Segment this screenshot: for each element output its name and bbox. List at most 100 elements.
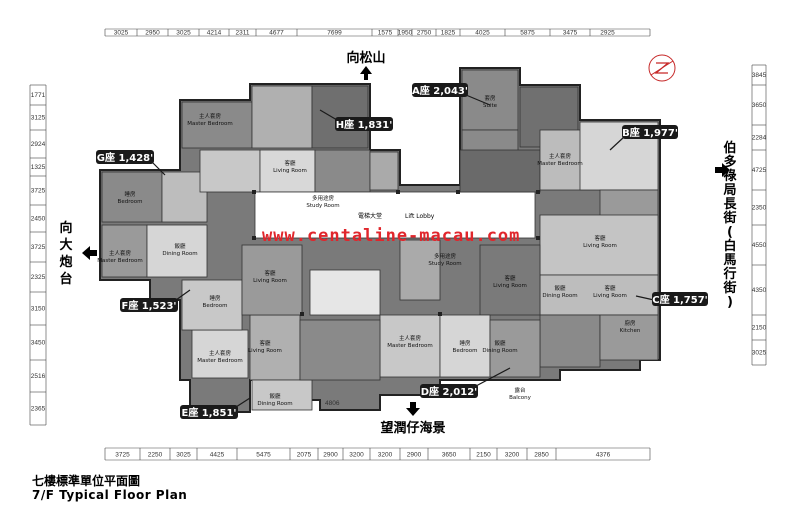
room-label: 主人套房: [199, 112, 222, 120]
unit-callouts: A座 2,043' B座 1,977' C座 1,757' D座 2,012' …: [96, 83, 708, 419]
left-dimension-value: 2325: [31, 274, 46, 281]
bottom-dimension-value: 2900: [323, 452, 338, 459]
bottom-dimension-value: 3025: [176, 452, 191, 459]
unit-f-label[interactable]: F座 1,523': [121, 299, 176, 312]
right-dimension-value: 3025: [752, 350, 767, 357]
left-dimension-value: 3725: [31, 244, 46, 251]
room-label: Master Bedroom: [97, 258, 142, 264]
direction-north: 向松山: [346, 50, 386, 80]
bottom-dimension-value: 5475: [256, 452, 271, 459]
lift-lobby: [254, 191, 536, 239]
left-dimension-value: 1325: [31, 164, 46, 171]
right-dimension-value: 4350: [752, 287, 767, 294]
left-dimension-value: 3450: [31, 340, 46, 347]
inner-dimension: 4806: [325, 400, 340, 407]
room-label: Living Room: [253, 278, 287, 284]
room-label: Master Bedroom: [187, 121, 232, 127]
room-label: 睡房: [459, 339, 471, 347]
room-label: Master Bedroom: [197, 358, 242, 364]
left-dimension-value: 2924: [31, 141, 46, 148]
right-dimension-value: 3845: [752, 72, 767, 79]
right-dimension-value: 2150: [752, 325, 767, 332]
room-label: 主人套房: [549, 152, 572, 160]
room-label: 客廳: [259, 339, 271, 347]
bottom-dimension-value: 4376: [596, 452, 611, 459]
left-dimension-value: 1771: [31, 92, 46, 99]
top-dimension-value: 1825: [441, 30, 456, 37]
room-label: Kitchen: [620, 328, 641, 334]
unit-h-label[interactable]: H座 1,831': [336, 118, 393, 131]
room-label: 飯廳: [174, 242, 186, 250]
unit-e-label[interactable]: E座 1,851': [181, 406, 236, 419]
top-dimension-value: 3475: [563, 30, 578, 37]
east-arrow-icon: [715, 163, 730, 177]
room-label: 飯廳: [269, 392, 281, 400]
room-label: 客廳: [284, 159, 296, 167]
left-dimension-value: 2365: [31, 406, 46, 413]
room-label: Bedroom: [203, 303, 228, 309]
left-dimension-value: 2516: [31, 373, 46, 380]
room-label: Dining Room: [542, 293, 577, 299]
unit-d-label[interactable]: D座 2,012': [421, 385, 477, 398]
room-label: Living Room: [593, 293, 627, 299]
top-dimension-value: 5875: [520, 30, 535, 37]
top-dimension-value: 2925: [600, 30, 615, 37]
room-label: Bedroom: [453, 348, 478, 354]
right-dimension-value: 4725: [752, 167, 767, 174]
left-dimension-value: 3725: [31, 188, 46, 195]
lift-lobby-label: Lift Lobby: [405, 213, 435, 220]
right-dimension-value: 3650: [752, 102, 767, 109]
unit-b-label[interactable]: B座 1,977': [622, 126, 678, 139]
top-dimension-value: 7699: [327, 30, 342, 37]
left-dimension-value: 3150: [31, 306, 46, 313]
right-dimension-value: 2350: [752, 205, 767, 212]
top-dimension-value: 2950: [145, 30, 160, 37]
bottom-dimension-value: 3200: [505, 452, 520, 459]
right-dimension-value: 2284: [752, 135, 767, 142]
top-dimension-value: 1575: [378, 30, 393, 37]
top-dimension-value: 3025: [176, 30, 191, 37]
unit-g-label[interactable]: G座 1,428': [97, 151, 153, 164]
bottom-dimension-value: 3725: [115, 452, 130, 459]
left-dimensions: 1771312529241325372524503725232531503450…: [30, 84, 46, 426]
room-label: Living Room: [248, 348, 282, 354]
room-label: 客廳: [594, 234, 606, 242]
room-label: Master Bedroom: [537, 161, 582, 167]
watermark: www.centaline-macau.com: [262, 226, 521, 246]
direction-east: 伯多祿局長街(白馬行街): [715, 140, 737, 310]
unit-c-label[interactable]: C座 1,757': [652, 293, 708, 306]
west-label: 向大炮台: [59, 220, 72, 287]
left-dimension-value: 2450: [31, 216, 46, 223]
top-dimension-value: 1950: [398, 30, 413, 37]
room-label: Study Room: [306, 203, 339, 209]
north-arrow-icon: [360, 66, 372, 80]
bottom-dimension-value: 4425: [210, 452, 225, 459]
top-dimension-value: 2750: [417, 30, 432, 37]
room-label: 飯廳: [494, 339, 506, 347]
room-label: 主人套房: [399, 334, 422, 342]
bottom-dimension-value: 3650: [442, 452, 457, 459]
room-label: 廚房: [624, 319, 636, 327]
room-label: 客廳: [264, 269, 276, 277]
compass-icon: [648, 54, 676, 82]
building-footprint: [99, 67, 661, 413]
top-dimension-value: 4214: [207, 30, 222, 37]
room-label: Master Bedroom: [387, 343, 432, 349]
room-label: Dining Room: [482, 348, 517, 354]
direction-south: 望潤仔海景: [380, 402, 446, 436]
north-label: 向松山: [346, 50, 385, 66]
bottom-dimension-value: 2150: [476, 452, 491, 459]
room-labels: 主人套房 Master Bedroom 客廳 Living Room 多用途房 …: [97, 94, 641, 407]
room-label: 主人套房: [209, 349, 232, 357]
bottom-dimension-value: 2250: [148, 452, 163, 459]
room-label: 睡房: [124, 190, 136, 198]
room-label: Suite: [483, 103, 498, 109]
unit-a-label[interactable]: A座 2,043': [412, 84, 468, 97]
south-arrow-icon: [406, 402, 420, 416]
direction-west: 向大炮台: [59, 220, 97, 287]
page-title-zh: 七樓標準單位平面圖: [32, 474, 141, 488]
bottom-dimension-value: 2900: [407, 452, 422, 459]
